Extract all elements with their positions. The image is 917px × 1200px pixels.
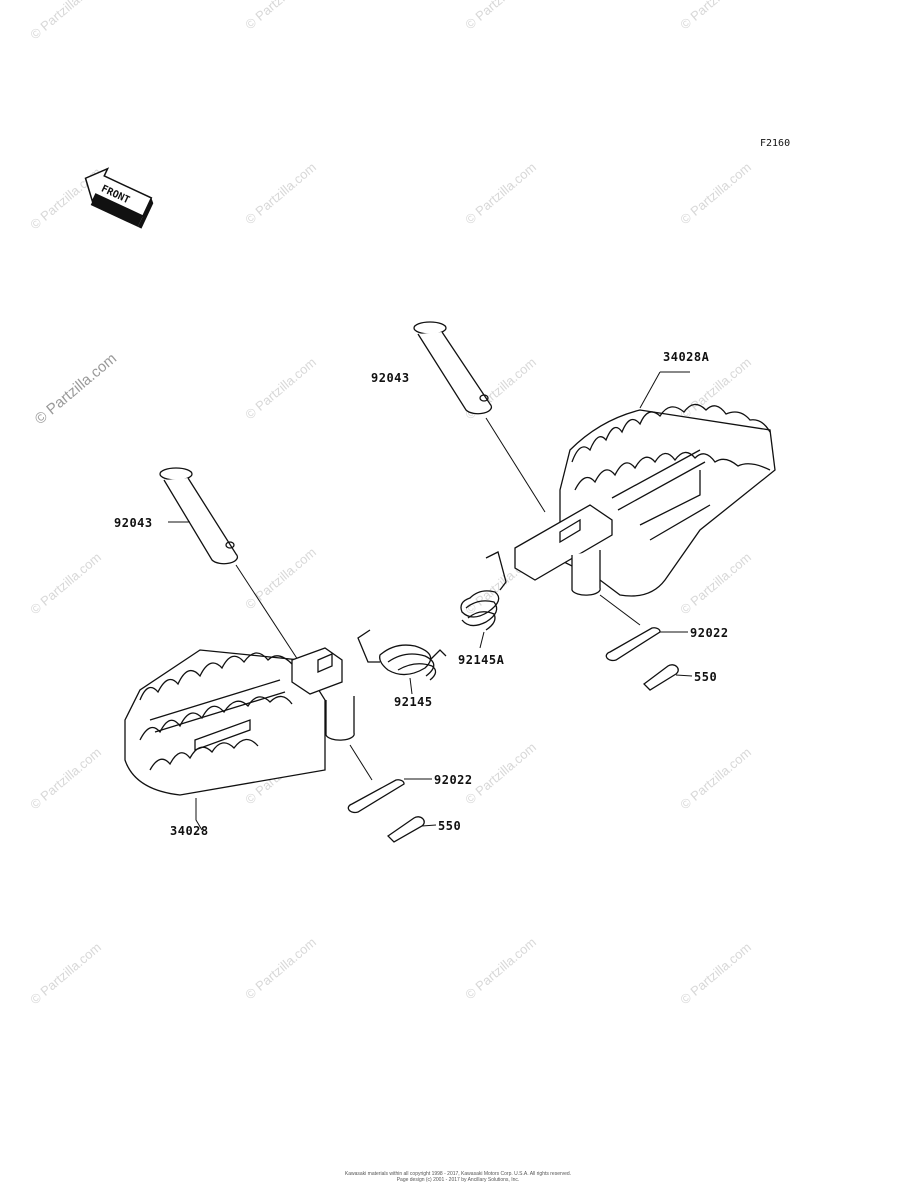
watermark: © Partzilla.com — [677, 0, 754, 32]
peg-right — [514, 371, 776, 626]
watermark: © Partzilla.com — [677, 744, 754, 812]
label-spring-right: 92145A — [458, 653, 505, 667]
watermark-main: © Partzilla.com — [32, 350, 120, 428]
watermark: © Partzilla.com — [27, 744, 104, 812]
watermark: © Partzilla.com — [242, 934, 319, 1002]
figure-id: F2160 — [760, 138, 790, 149]
pin-left — [159, 467, 299, 661]
washer-right — [605, 627, 688, 662]
label-peg-right: 34028A — [663, 350, 710, 364]
label-washer-right: 92022 — [690, 626, 729, 640]
cotter-right — [643, 664, 693, 691]
watermark: © Partzilla.com — [242, 544, 319, 612]
watermark: © Partzilla.com — [677, 159, 754, 227]
watermark: © Partzilla.com — [27, 939, 104, 1007]
spring-left — [357, 629, 447, 695]
cotter-left — [386, 816, 437, 843]
label-pin-left: 92043 — [114, 516, 153, 530]
watermark: © Partzilla.com — [242, 159, 319, 227]
watermark: © Partzilla.com — [27, 549, 104, 617]
label-pin-right: 92043 — [371, 371, 410, 385]
watermark: © Partzilla.com — [462, 934, 539, 1002]
watermark: © Partzilla.com — [242, 354, 319, 422]
watermark: © Partzilla.com — [27, 0, 104, 42]
watermark: © Partzilla.com — [677, 549, 754, 617]
spring-right — [460, 551, 507, 649]
footer-page-design: Page design (c) 2001 - 2017 by Ancillary… — [397, 1177, 520, 1183]
pin-right — [413, 321, 546, 513]
watermark: © Partzilla.com — [677, 354, 754, 422]
label-spring-left: 92145 — [394, 695, 433, 709]
watermark: © Partzilla.com — [462, 739, 539, 807]
watermark: © Partzilla.com — [462, 159, 539, 227]
label-washer-left: 92022 — [434, 773, 473, 787]
label-cotter-right: 550 — [694, 670, 717, 684]
peg-left — [124, 647, 373, 831]
front-arrow-icon: FRONT — [84, 167, 154, 229]
watermark: © Partzilla.com — [677, 939, 754, 1007]
label-peg-left: 34028 — [170, 824, 209, 838]
watermark: © Partzilla.com — [462, 0, 539, 32]
label-cotter-left: 550 — [438, 819, 461, 833]
washer-left — [347, 778, 432, 814]
footer-copyright: Kawasaki materials within all copyright … — [345, 1171, 571, 1177]
watermark: © Partzilla.com — [242, 0, 319, 32]
